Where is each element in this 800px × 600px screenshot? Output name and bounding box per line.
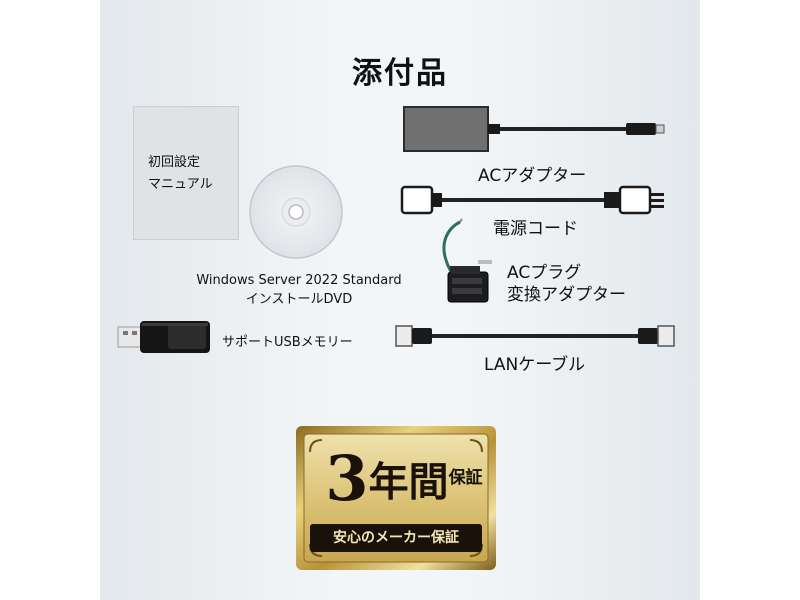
dvd-disc-icon	[249, 165, 343, 259]
setup-manual-image: 初回設定 マニュアル	[133, 106, 239, 240]
power-cord-icon	[400, 185, 664, 215]
manual-text: 初回設定 マニュアル	[148, 152, 213, 196]
manual-title-line1: 初回設定	[148, 155, 201, 170]
lan-cable-label: LANケーブル	[484, 355, 586, 375]
power-cord-label: 電源コード	[493, 219, 578, 239]
ac-plug-label-line1: ACプラグ	[507, 263, 582, 283]
warranty-years-word: 年間	[368, 458, 449, 506]
ac-adapter-label: ACアダプター	[478, 166, 587, 186]
usb-label: サポートUSBメモリー	[222, 335, 353, 350]
dvd-label-line2: インストールDVD	[245, 292, 353, 307]
ac-adapter-icon	[403, 106, 665, 152]
usb-memory-icon	[117, 321, 210, 353]
warranty-small-text: 保証	[448, 468, 483, 488]
dvd-label: Windows Server 2022 Standard インストールDVD	[184, 271, 414, 309]
ac-plug-adapter-icon	[442, 218, 492, 303]
warranty-years-number: 3	[325, 442, 369, 515]
warranty-badge: 3年間保証 安心のメーカー保証	[296, 426, 496, 570]
dvd-label-line1: Windows Server 2022 Standard	[196, 273, 402, 288]
manual-title-line2: マニュアル	[148, 177, 213, 192]
warranty-subtitle: 安心のメーカー保証	[310, 524, 482, 552]
page-title: 添付品	[352, 56, 448, 91]
lan-cable-icon	[395, 325, 675, 347]
ac-plug-adapter-label: ACプラグ 変換アダプター	[507, 262, 626, 306]
ac-plug-label-line2: 変換アダプター	[507, 285, 626, 305]
warranty-headline: 3年間保証	[296, 442, 496, 515]
